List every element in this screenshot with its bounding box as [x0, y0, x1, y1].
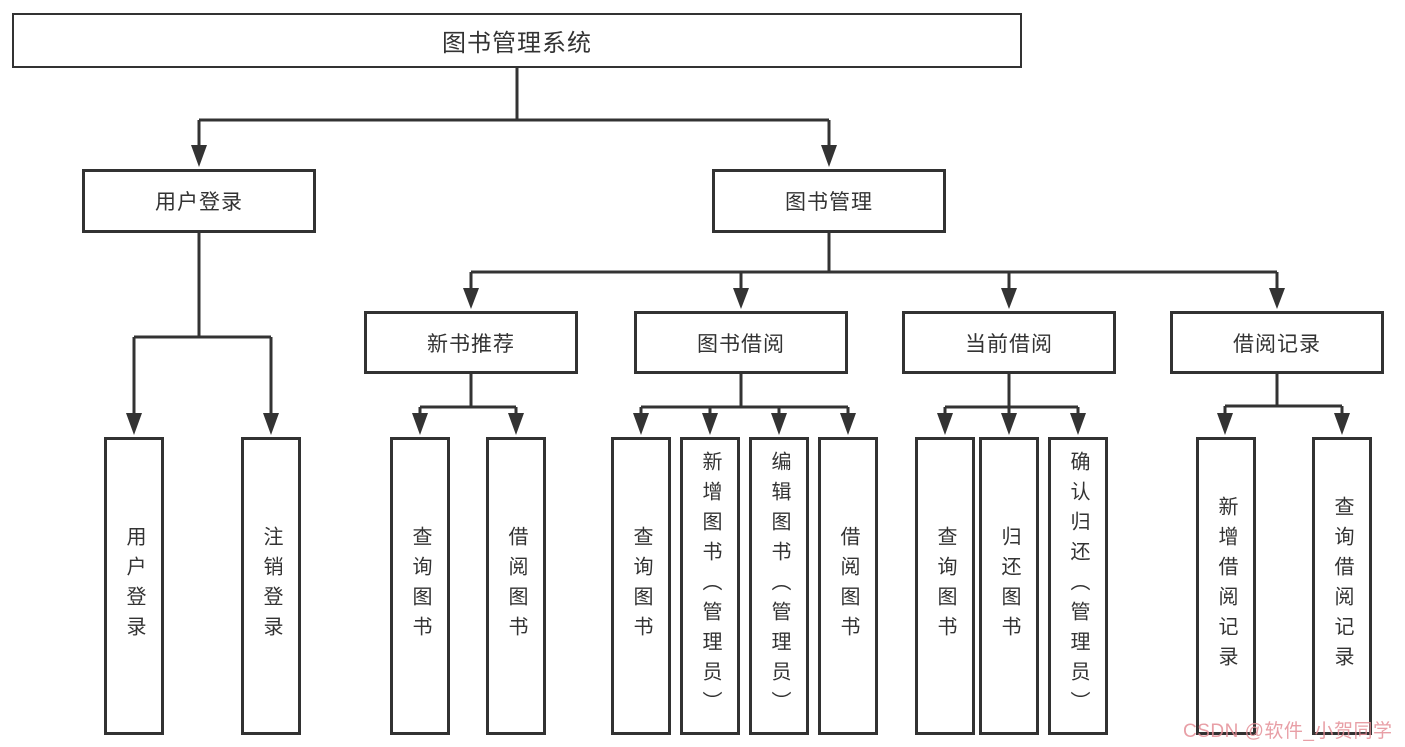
- connector-shafts: [132, 66, 1344, 416]
- csdn-watermark: CSDN @软件_小贺同学: [1183, 721, 1393, 742]
- arrowheads: [126, 145, 1350, 435]
- node-current-borrow: 当前借阅: [902, 311, 1116, 374]
- leaf-confirm-return-admin: 确认归还（管理员）: [1048, 437, 1108, 735]
- leaf-add-borrow-record: 新增借阅记录: [1196, 437, 1256, 735]
- node-borrow-records: 借阅记录: [1170, 311, 1384, 374]
- leaf-borrow-books-2: 借阅图书: [818, 437, 878, 735]
- leaf-add-books-admin: 新增图书（管理员）: [680, 437, 740, 735]
- leaf-user-login: 用户登录: [104, 437, 164, 735]
- leaf-query-books-3: 查询图书: [915, 437, 975, 735]
- leaf-query-books-1: 查询图书: [390, 437, 450, 735]
- leaf-logout: 注销登录: [241, 437, 301, 735]
- node-book-mgmt: 图书管理: [712, 169, 946, 233]
- node-root: 图书管理系统: [12, 13, 1022, 68]
- node-new-book-recommend: 新书推荐: [364, 311, 578, 374]
- leaf-query-books-2: 查询图书: [611, 437, 671, 735]
- leaf-edit-books-admin: 编辑图书（管理员）: [749, 437, 809, 735]
- node-user-login: 用户登录: [82, 169, 316, 233]
- leaf-return-books: 归还图书: [979, 437, 1039, 735]
- leaf-query-borrow-record: 查询借阅记录: [1312, 437, 1372, 735]
- leaf-borrow-books-1: 借阅图书: [486, 437, 546, 735]
- node-book-borrow: 图书借阅: [634, 311, 848, 374]
